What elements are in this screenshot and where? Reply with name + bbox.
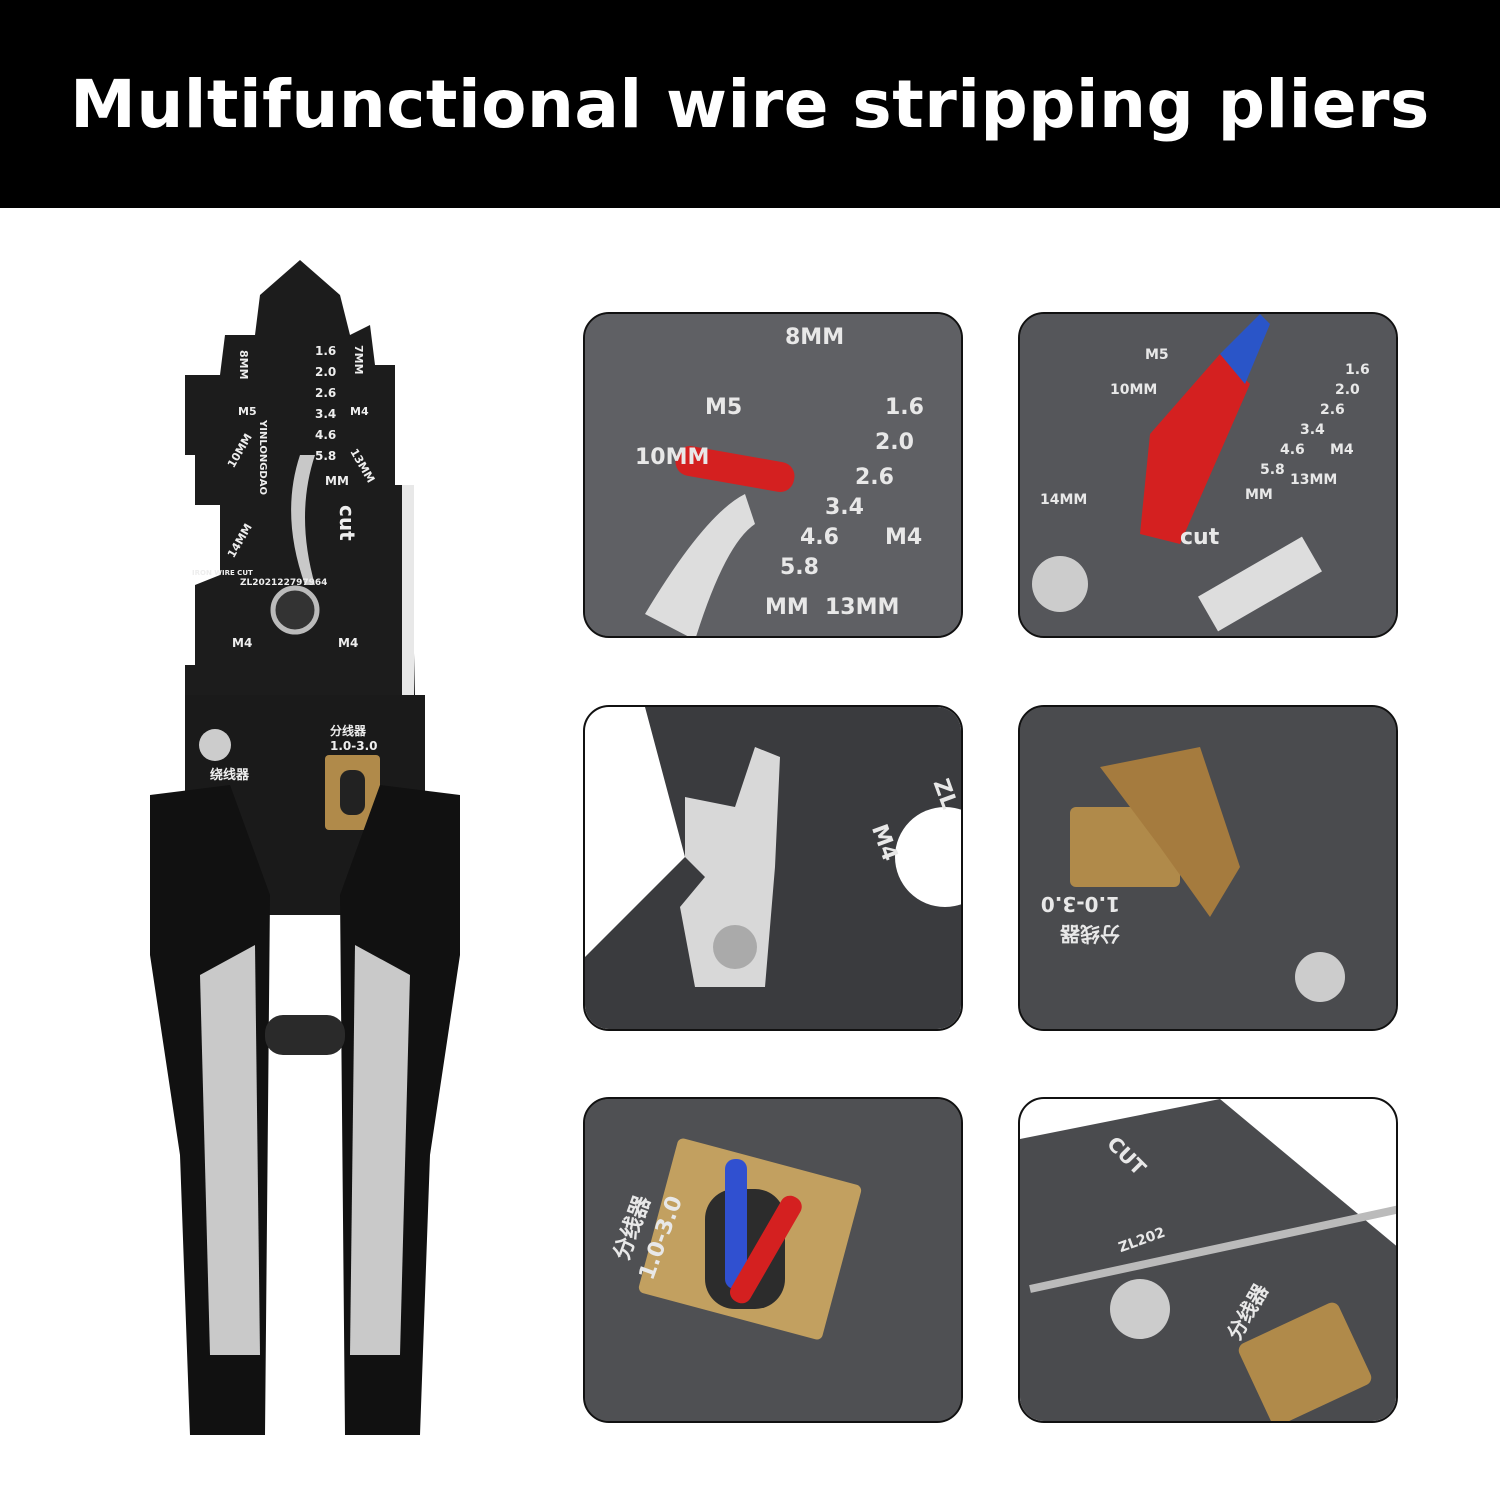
label-m5: M5 [238,405,257,418]
panel2-m5: M5 [1145,347,1169,363]
detail-panel-cut: CUT 分线器 ZL202 [1018,1097,1398,1423]
right-grip [350,945,410,1355]
panel2-14mm: 14MM [1040,492,1087,508]
detail-panel-gauge-closeup: M5 10MM 8MM 1.6 2.0 2.6 3.4 4.6 5.8 MM M… [583,312,963,638]
panel5-blue-wire [725,1159,747,1289]
left-grip [200,945,260,1355]
patent-number: ZL202122797964 [240,578,327,588]
panel1-2-0: 2.0 [875,430,914,455]
label-7mm: 7MM [352,345,365,375]
splitter-slot [340,770,365,815]
panel2-blue-wire [1220,314,1270,384]
panel1-1-6: 1.6 [885,395,924,420]
detail-panel-splitter: 分线器 1.0-3.0 [1018,705,1398,1031]
panel2-1-6: 1.6 [1345,362,1370,378]
panel6-pivot [1110,1279,1170,1339]
panel3-hole [895,807,961,907]
winder-pivot [199,729,231,761]
panel2-2-6: 2.6 [1320,402,1345,418]
panel5-red-wire [730,1195,802,1304]
gauge-5-8: 5.8 [315,449,336,463]
title-banner: Multifunctional wire stripping pliers [0,0,1500,208]
panel2-2-0: 2.0 [1335,382,1360,398]
panel2-pivot [1032,556,1088,612]
panel1-5-8: 5.8 [780,555,819,580]
pivot-bolt [270,585,320,635]
detail-panel-wire-strip: M5 10MM 14MM 1.6 2.0 2.6 3.4 4.6 5.8 MM … [1018,312,1398,638]
side-blade [402,485,414,695]
panel4-rivet [1295,952,1345,1002]
detail-panel-splitter-wires: 分线器 1.0-3.0 [583,1097,963,1423]
label-8mm: 8MM [237,350,250,380]
pliers-illustration: 8MM M5 10MM 14MM 7MM M4 13MM 1.6 2.0 2.6… [150,260,460,1435]
panel1-m4: M4 [885,525,922,550]
panel1-m5: M5 [705,395,742,420]
panel1-mm: MM [765,595,809,620]
panel2-4-6: 4.6 [1280,442,1305,458]
panel4-lever [1100,747,1240,917]
splitter-range: 1.0-3.0 [330,739,378,753]
gauge-3-4: 3.4 [315,407,336,421]
panel2-5-8: 5.8 [1260,462,1285,478]
gauge-2-0: 2.0 [315,365,336,379]
panel2-mm: MM [1245,487,1273,503]
winder-label: 绕线器 [210,767,250,783]
panel2-red-wire [1140,354,1250,544]
panel1-10mm: 10MM [635,445,709,470]
iron-wire-cut-label: IRON WIRE CUT [192,569,253,577]
panel1-13mm: 13MM [825,595,899,620]
gauge-unit: MM [325,474,349,488]
panel1-red-wire [675,446,795,492]
gauge-4-6: 4.6 [315,428,336,442]
detail-panel-winder: M4 ZL [583,705,963,1031]
panel1-8mm: 8MM [785,325,844,350]
panel2-m4: M4 [1330,442,1354,458]
panel4-splitter: 分线器 [1059,922,1120,946]
panel2-13mm: 13MM [1290,472,1337,488]
panel6-splitter-plate [1238,1302,1372,1421]
label-m4: M4 [350,405,369,418]
splitter-label: 分线器 [330,723,367,738]
hole-right-label: M4 [338,636,358,650]
panel1-2-6: 2.6 [855,465,894,490]
page-title: Multifunctional wire stripping pliers [70,65,1430,143]
gauge-2-6: 2.6 [315,386,336,400]
panel2-cut: cut [1180,525,1220,550]
panel1-blade [645,494,755,636]
panel3-rivet [713,925,757,969]
spring [265,1015,345,1055]
panel2-10mm: 10MM [1110,382,1157,398]
panel3-winder [680,747,780,987]
panel2-3-4: 3.4 [1300,422,1325,438]
blade [291,455,315,585]
panel6-wire [1029,1205,1396,1293]
panel1-4-6: 4.6 [800,525,839,550]
hole-left-label: M4 [232,636,252,650]
brand-logo: YINLONGDAO [257,419,268,495]
panel4-range: 1.0-3.0 [1041,892,1120,916]
panel2-blade [1198,536,1322,632]
panel1-3-4: 3.4 [825,495,864,520]
gauge-1-6: 1.6 [315,344,336,358]
cut-label: cut [335,505,359,541]
